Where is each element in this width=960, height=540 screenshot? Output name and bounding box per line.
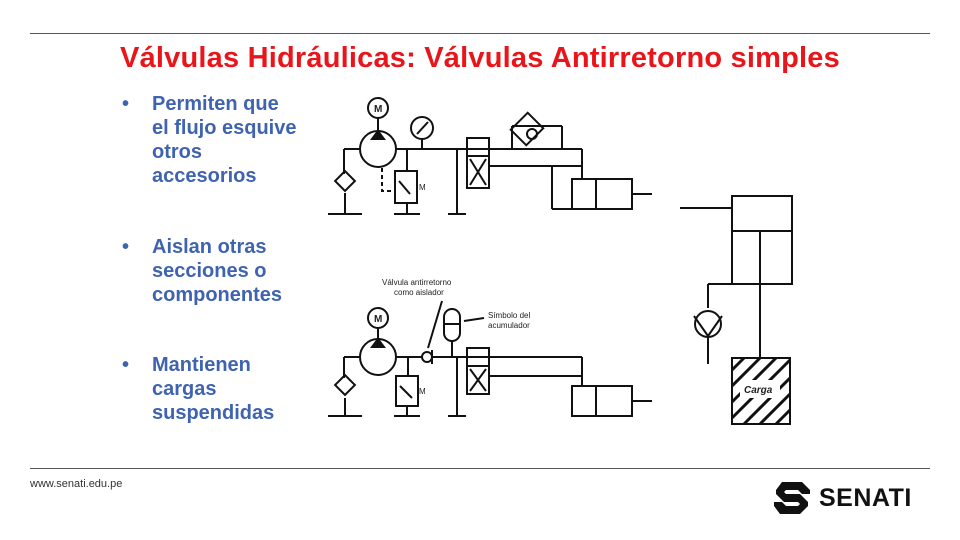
- motor-label-top: M: [374, 104, 382, 115]
- slide-title: Válvulas Hidráulicas: Válvulas Antirreto…: [120, 42, 840, 74]
- accumulator-label-line1: Símbolo del: [488, 311, 530, 320]
- directional-valve-top: [466, 155, 490, 189]
- spring-label-top: M: [419, 183, 426, 192]
- check-valve-label-line2: como aislador: [394, 288, 444, 297]
- load-cylinder: [731, 195, 793, 285]
- accumulator: [443, 308, 461, 342]
- bullet-marker: •: [122, 236, 130, 258]
- isolating-check-valve: [421, 351, 433, 363]
- filter-top: [333, 169, 357, 193]
- hydraulic-diagram-svg: M M M M Válvula antirretorno como aislad…: [328, 97, 793, 426]
- hydraulic-diagram: M M M M Válvula antirretorno como aislad…: [112, 86, 817, 450]
- bottom-divider: [30, 468, 930, 469]
- cylinder-top: [571, 178, 633, 210]
- senati-logo-text: SENATI: [819, 484, 912, 512]
- pressure-gauge: [410, 116, 434, 140]
- top-divider: [30, 33, 930, 34]
- relief-valve-bottom: [395, 375, 419, 407]
- accumulator-label-line2: acumulador: [488, 321, 530, 330]
- filter-bottom: [333, 373, 357, 397]
- bullet-marker: •: [122, 93, 130, 115]
- bullet-text: Permiten que el flujo esquive otros acce…: [152, 93, 297, 187]
- spring-label-bottom: M: [419, 387, 426, 396]
- directional-valve-bottom: [466, 365, 490, 395]
- cylinder-bottom: [571, 385, 633, 417]
- senati-logo-icon: [774, 482, 810, 514]
- bullet-text: Mantienen cargas suspendidas: [152, 354, 275, 424]
- footer-url: www.senati.edu.pe: [30, 478, 123, 490]
- load-label: Carga: [744, 385, 773, 396]
- check-valve-label-line1: Válvula antirretorno: [382, 278, 452, 287]
- bullet-marker: •: [122, 354, 130, 376]
- senati-logo: SENATI: [772, 480, 932, 516]
- relief-valve-top: [394, 170, 418, 204]
- bullet-text: Aislan otras secciones o componentes: [152, 236, 283, 306]
- motor-label-bottom: M: [374, 314, 382, 325]
